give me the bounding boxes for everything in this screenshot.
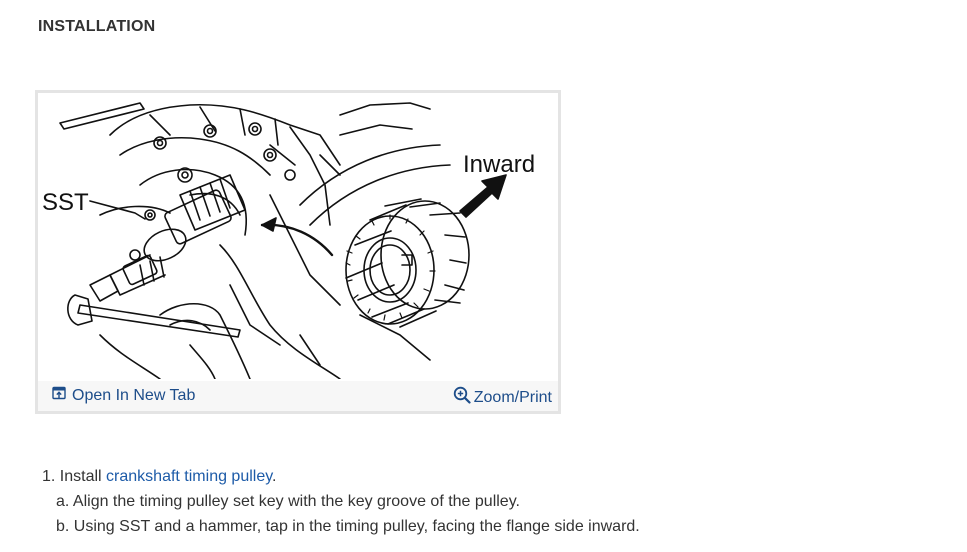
open-new-tab-icon [52, 386, 66, 405]
engine-diagram[interactable]: SST Inward [40, 95, 556, 379]
substep-letter: a. [56, 493, 70, 510]
installation-steps: 1. Install crankshaft timing pulley. a. … [42, 464, 640, 539]
substep-text: Using SST and a hammer, tap in the timin… [73, 518, 640, 535]
step-number: 1. [42, 468, 56, 485]
substep-text: Align the timing pulley set key with the… [72, 493, 520, 510]
sst-callout: SST [42, 189, 89, 216]
step-suffix: . [272, 468, 277, 485]
figure-card: SST Inward Open In New Tab Zoom/ [35, 90, 561, 414]
figure-toolbar: Open In New Tab Zoom/Print [38, 381, 558, 411]
inward-callout: Inward [463, 151, 536, 178]
open-in-new-tab-link[interactable]: Open In New Tab [52, 386, 195, 405]
zoom-print-link[interactable]: Zoom/Print [453, 386, 552, 409]
zoom-print-label: Zoom/Print [473, 388, 552, 406]
substep-letter: b. [56, 518, 70, 535]
engine-line-drawing [59, 102, 507, 379]
section-heading: INSTALLATION [38, 18, 156, 35]
open-in-new-tab-label: Open In New Tab [72, 386, 196, 404]
zoom-in-icon [453, 386, 471, 409]
substep-a: a. Align the timing pulley set key with … [42, 489, 640, 514]
step-text: Install [59, 468, 102, 485]
step-1: 1. Install crankshaft timing pulley. [42, 464, 640, 489]
substep-b: b. Using SST and a hammer, tap in the ti… [42, 514, 640, 539]
crankshaft-timing-pulley-link[interactable]: crankshaft timing pulley [106, 468, 273, 485]
